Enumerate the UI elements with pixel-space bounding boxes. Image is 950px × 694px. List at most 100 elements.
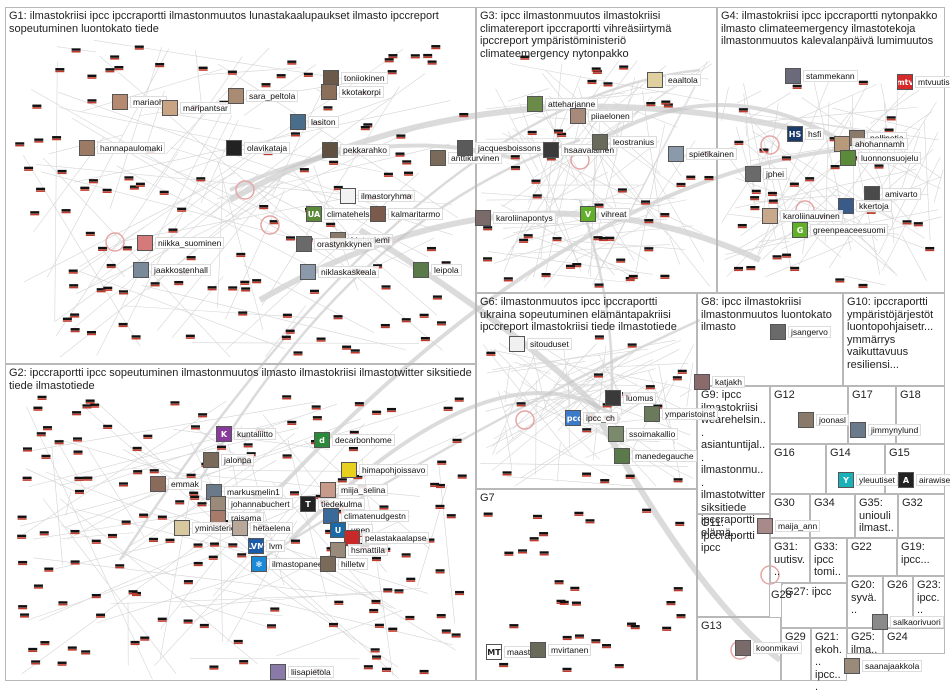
vertex-lvm[interactable]: LVMlvm xyxy=(248,538,285,554)
vertex-karoliinapontys[interactable]: karoliinapontys xyxy=(475,210,556,226)
vertex-label: hilletw xyxy=(338,558,368,570)
vertex-piiaelonen[interactable]: piiaelonen xyxy=(570,108,633,124)
vertex-label: jimmynylund xyxy=(868,424,921,436)
vertex-himapohjoissavo[interactable]: himapohjoissavo xyxy=(341,462,428,478)
vertex-salkaorivuori[interactable]: salkaorivuori xyxy=(872,614,944,630)
vertex-label: leostranius xyxy=(610,136,657,148)
avatar xyxy=(530,642,546,658)
avatar xyxy=(770,324,786,340)
vertex-mtvuutiset[interactable]: mtvmtvuutiset xyxy=(897,74,950,90)
vertex-label: kuntaliitto xyxy=(234,428,276,440)
vertex-stammekann[interactable]: stammekann xyxy=(785,68,858,84)
group-label: G18 xyxy=(900,389,941,402)
vertex-luomus[interactable]: luomus xyxy=(605,390,656,406)
vertex-hilletw[interactable]: hilletw xyxy=(320,556,368,572)
avatar xyxy=(341,462,357,478)
avatar xyxy=(785,68,801,84)
vertex-label: lasiton xyxy=(308,116,339,128)
vertex-label: mtvuutiset xyxy=(915,76,950,88)
vertex-joonasl[interactable]: joonasl xyxy=(798,412,849,428)
group-label: G20: syvä... xyxy=(851,579,879,617)
group-label: G21: ekoh... ipcc... xyxy=(815,631,843,694)
vertex-label: airawise xyxy=(916,474,950,486)
vertex-eaaltola[interactable]: eaaltola xyxy=(647,72,701,88)
vertex-label: manedegauche xyxy=(632,450,697,462)
vertex-yministerio[interactable]: yministerio xyxy=(174,520,239,536)
vertex-label: jphei xyxy=(763,168,787,180)
avatar: MT xyxy=(486,644,502,660)
vertex-liisapietola[interactable]: liisapietola xyxy=(270,664,334,680)
group-label: G32 xyxy=(902,497,941,510)
vertex-sara_peltola[interactable]: sara_peltola xyxy=(228,88,298,104)
vertex-hannapaulomaki[interactable]: hannapaulomaki xyxy=(79,140,165,156)
vertex-label: lvm xyxy=(266,540,285,552)
vertex-mvirtanen[interactable]: mvirtanen xyxy=(530,642,591,658)
group-label: G22 xyxy=(851,541,893,554)
vertex-spietikainen[interactable]: spietikainen xyxy=(668,146,737,162)
vertex-label: sitouduset xyxy=(527,338,572,350)
group-label: G15 xyxy=(889,447,941,460)
vertex-label: eaaltola xyxy=(665,74,701,86)
vertex-jimmynylund[interactable]: jimmynylund xyxy=(850,422,921,438)
vertex-kkotakorpi[interactable]: kkotakorpi xyxy=(321,84,384,100)
vertex-orastynkkynen[interactable]: orastynkkynen xyxy=(296,236,375,252)
vertex-kalmaritarmo[interactable]: kalmaritarmo xyxy=(370,206,443,222)
vertex-label: hsfi xyxy=(805,128,824,140)
group-label: G4: ilmastokriisi ipcc ipccraportti nyto… xyxy=(721,10,941,48)
vertex-leostranius[interactable]: leostranius xyxy=(592,134,657,150)
avatar xyxy=(270,664,286,680)
vertex-kkertoja[interactable]: kkertoja xyxy=(838,198,892,214)
vertex-label: niklaskaskeala xyxy=(318,266,379,278)
vertex-label: stammekann xyxy=(803,70,858,82)
vertex-lasiton[interactable]: lasiton xyxy=(290,114,339,130)
vertex-maija_ann[interactable]: maija_ann xyxy=(757,518,820,534)
vertex-ymparistoinst[interactable]: ymparistoinst xyxy=(644,406,718,422)
vertex-saanajaakkola[interactable]: saanajaakkola xyxy=(844,658,922,674)
group-box-g10: G10: ipccraportti ympäristöjärjestöt luo… xyxy=(843,293,945,386)
vertex-koonmikavi[interactable]: koonmikavi xyxy=(735,640,802,656)
vertex-pekkarahko[interactable]: pekkarahko xyxy=(322,142,390,158)
vertex-label: leipola xyxy=(431,264,462,276)
vertex-mariaoh[interactable]: mariaoh xyxy=(112,94,167,110)
avatar: mtv xyxy=(897,74,913,90)
vertex-luonnonsuojelu[interactable]: luonnonsuojelu xyxy=(840,150,921,166)
vertex-jphei[interactable]: jphei xyxy=(745,166,787,182)
vertex-label: orastynkkynen xyxy=(314,238,375,250)
avatar xyxy=(798,412,814,428)
vertex-jacquesboissons[interactable]: jacquesboissons xyxy=(457,140,544,156)
group-label: G1: ilmastokriisi ipcc ipccraportti ilma… xyxy=(9,10,472,35)
avatar xyxy=(457,140,473,156)
group-box-g31: G31: uutisv... xyxy=(770,538,810,583)
group-label: G23: ipcc... xyxy=(917,579,941,617)
vertex-jalonpa[interactable]: jalonpa xyxy=(203,452,254,468)
vertex-label: jaakkostenhall xyxy=(151,264,211,276)
avatar xyxy=(133,262,149,278)
vertex-ilmastoryhma[interactable]: ilmastoryhma xyxy=(340,188,415,204)
vertex-label: liisapietola xyxy=(288,666,334,678)
vertex-label: olavikataja xyxy=(244,142,290,154)
group-box-g32: G32 xyxy=(898,494,945,538)
vertex-niklaskaskeala[interactable]: niklaskaskeala xyxy=(300,264,379,280)
vertex-jaakkostenhall[interactable]: jaakkostenhall xyxy=(133,262,211,278)
vertex-ssoimakallio[interactable]: ssoimakallio xyxy=(608,426,678,442)
avatar xyxy=(509,336,525,352)
vertex-katjakh[interactable]: katjakh xyxy=(694,374,745,390)
group-label: G31: uutisv... xyxy=(774,541,806,579)
vertex-olavikataja[interactable]: olavikataja xyxy=(226,140,290,156)
vertex-manedegauche[interactable]: manedegauche xyxy=(614,448,697,464)
vertex-niikka_suominen[interactable]: niikka_suominen xyxy=(137,235,224,251)
vertex-hetaelena[interactable]: hetaelena xyxy=(232,520,293,536)
vertex-maripantsar[interactable]: maripantsar xyxy=(162,100,231,116)
vertex-emmak[interactable]: emmak xyxy=(150,476,202,492)
vertex-sitouduset[interactable]: sitouduset xyxy=(509,336,572,352)
vertex-leipola[interactable]: leipola xyxy=(413,262,462,278)
vertex-jsangervo[interactable]: jsangervo xyxy=(770,324,831,340)
